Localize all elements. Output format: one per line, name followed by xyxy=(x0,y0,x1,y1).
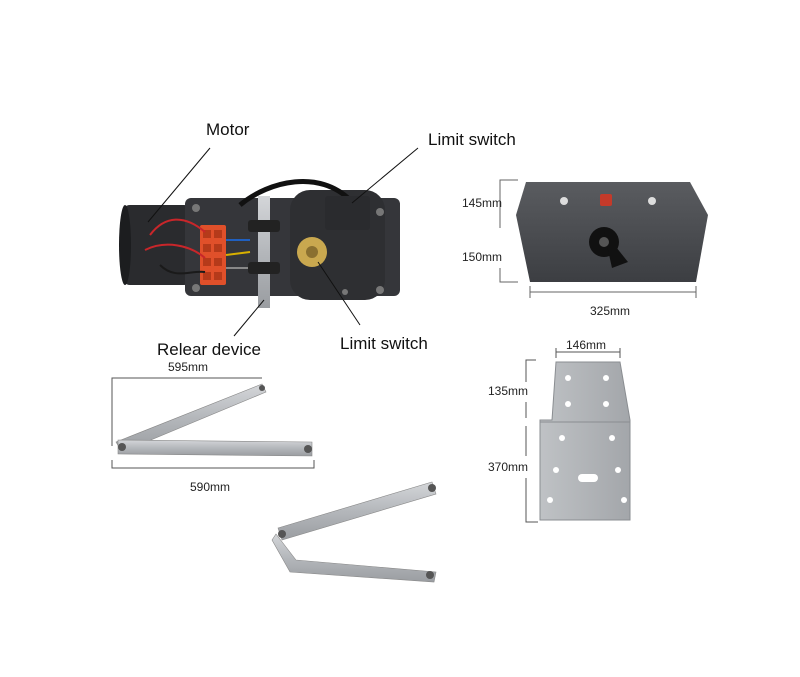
cover-height-bottom-label: 150mm xyxy=(462,250,503,264)
cover-width-label: 325mm xyxy=(590,304,631,318)
straight-arm-image xyxy=(115,383,313,457)
bracket-width-label: 146mm xyxy=(566,338,607,352)
limit-switch-box xyxy=(325,196,370,230)
cover-indicator-light xyxy=(600,194,612,206)
bracket-bottom-height-label: 370mm xyxy=(488,460,529,474)
release-device-rod xyxy=(258,196,270,308)
release-device-label: Relear device xyxy=(157,340,261,359)
release-device-leader-line xyxy=(233,299,265,337)
bracket-top-height-label: 135mm xyxy=(488,384,529,398)
cover-height-dimension-line xyxy=(499,179,518,228)
limit-switch-top-leader-line xyxy=(351,147,419,204)
bent-arm-image xyxy=(271,481,437,583)
bracket-height-dimension-line xyxy=(525,359,536,382)
cover-image xyxy=(516,182,708,282)
limit-switch-bottom-label: Limit switch xyxy=(340,334,428,353)
cover-height-top-label: 145mm xyxy=(462,196,503,210)
limit-switch-top-label: Limit switch xyxy=(428,130,516,149)
arm-bottom-length-label: 590mm xyxy=(190,480,231,494)
terminal-block xyxy=(200,225,226,285)
mounting-bracket-image xyxy=(539,361,631,521)
arm-top-dimension-line xyxy=(111,377,262,446)
motor-assembly-image xyxy=(119,179,400,308)
arm-bottom-dimension-line xyxy=(111,460,315,469)
motor-leader-line xyxy=(147,147,211,223)
motor-label: Motor xyxy=(206,120,250,139)
arm-top-length-label: 595mm xyxy=(168,360,209,374)
limit-switch-bottom-leader-line xyxy=(317,261,361,326)
